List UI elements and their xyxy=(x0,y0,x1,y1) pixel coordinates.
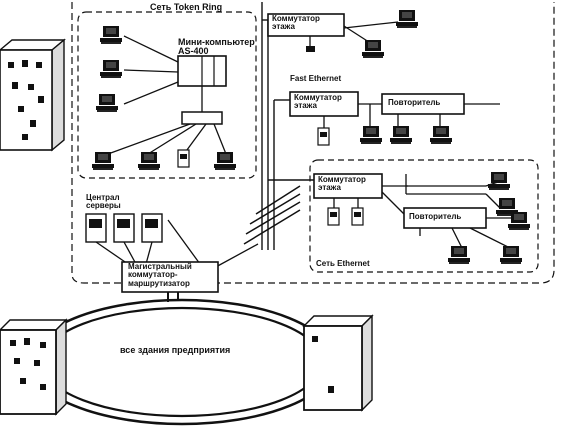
workstation-tr-4 xyxy=(92,152,114,170)
floor-switch-low xyxy=(313,173,383,199)
minicomputer-label: Мини-компьютер AS-400 xyxy=(178,37,255,57)
floor-switch-low-label-line2: этажа xyxy=(318,183,341,193)
building-bottom-left xyxy=(0,318,68,416)
floor-switch-mid-label-line2: этажа xyxy=(294,101,317,111)
workstation-tr-1 xyxy=(100,26,122,44)
floor-switch-top-label-line2: этажа xyxy=(272,22,295,32)
minicomputer-label-line1: Мини-компьютер xyxy=(178,37,255,47)
central-servers-label-line2: серверы xyxy=(86,201,121,211)
token-ring-mau xyxy=(181,111,223,125)
ethernet-net-label: Сеть Ethernet xyxy=(316,259,370,268)
backbone-link-bundle xyxy=(243,185,301,245)
enterprise-boundary xyxy=(71,2,555,284)
backbone-switch-label-line1: Магистральный xyxy=(128,262,192,271)
campus-label: все здания предприятия xyxy=(120,345,231,355)
workstation-low-1 xyxy=(488,172,510,190)
printer-tr xyxy=(177,149,190,168)
floor-switch-low-label-line1: Коммутатор xyxy=(318,175,366,184)
fast-ethernet-label: Fast Ethernet xyxy=(290,74,342,83)
tiny-device-top xyxy=(306,46,315,52)
repeater-mid-label: Повторитель xyxy=(388,98,441,107)
workstation-tr-5 xyxy=(138,152,160,170)
campus-ring-outer xyxy=(28,298,336,426)
workstation-tr-2 xyxy=(100,60,122,78)
printer-low-2 xyxy=(351,207,364,226)
floor-switch-low-label: Коммутатор этажа xyxy=(318,175,366,193)
token-ring-boundary xyxy=(77,11,257,179)
backbone-switch-router xyxy=(121,261,219,293)
central-server-3 xyxy=(141,213,163,243)
floor-switch-top-label-line1: Коммутатор xyxy=(272,14,320,23)
workstation-low-5 xyxy=(500,246,522,264)
central-server-1 xyxy=(85,213,107,243)
backbone-switch-label-line2: коммутатор- xyxy=(128,270,178,280)
ethernet-boundary xyxy=(309,159,539,273)
workstation-mid-1 xyxy=(360,126,382,144)
floor-switch-mid-label: Коммутатор этажа xyxy=(294,93,342,111)
campus-ring-inner xyxy=(40,306,324,418)
workstation-tr-6 xyxy=(214,152,236,170)
workstation-low-4 xyxy=(448,246,470,264)
workstation-mid-3 xyxy=(430,126,452,144)
floor-switch-mid-label-line1: Коммутатор xyxy=(294,93,342,102)
backbone-switch-label-line3: маршрутизатор xyxy=(128,278,190,288)
workstation-ft-1 xyxy=(362,40,384,58)
central-servers-label-line1: Централ xyxy=(86,193,120,202)
printer-low-1 xyxy=(327,207,340,226)
floor-switch-top xyxy=(267,13,345,37)
minicomputer-as400 xyxy=(177,55,227,87)
central-server-2 xyxy=(113,213,135,243)
building-bottom-right xyxy=(302,314,374,412)
workstation-low-3 xyxy=(508,212,530,230)
workstation-tr-3 xyxy=(96,94,118,112)
repeater-low-label: Повторитель xyxy=(409,212,462,221)
token-ring-title: Сеть Token Ring xyxy=(150,2,223,12)
workstation-ft-2 xyxy=(396,10,418,28)
printer-mid xyxy=(317,127,330,146)
floor-switch-mid xyxy=(289,91,359,117)
backbone-switch-label: Магистральный коммутатор- маршрутизатор xyxy=(128,262,192,288)
central-servers-label: Централ серверы xyxy=(86,193,121,211)
minicomputer-label-line2: AS-400 xyxy=(178,46,209,57)
floor-switch-top-label: Коммутатор этажа xyxy=(272,14,320,32)
building-left-top xyxy=(0,38,66,152)
workstation-mid-2 xyxy=(390,126,412,144)
